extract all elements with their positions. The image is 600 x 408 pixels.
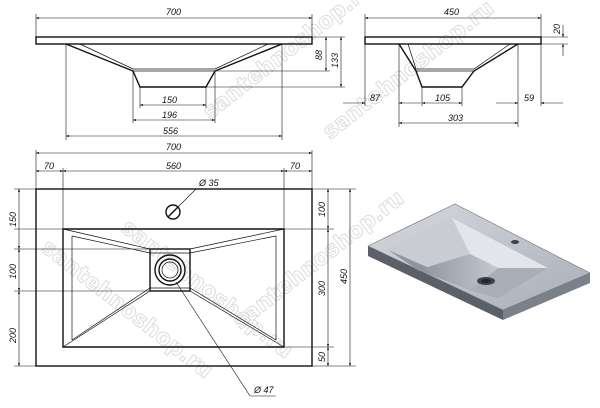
dim-front-88: 88 — [314, 50, 324, 60]
dim-tap-hole: Ø 35 — [198, 178, 220, 188]
drain-outer-circle — [154, 254, 186, 286]
dim-top-left-150: 150 — [8, 212, 18, 227]
watermark-group: santehnoshop.ru santehnoshop.ru santehno… — [36, 0, 500, 384]
dim-drain-hole: Ø 47 — [253, 385, 275, 395]
dim-top-left-100: 100 — [8, 264, 18, 279]
render-edge-right — [503, 273, 590, 320]
dim-side-450: 450 — [444, 7, 459, 17]
dim-top-560: 560 — [166, 161, 181, 171]
dim-front-133: 133 — [330, 53, 340, 68]
side-bowl-inner — [407, 43, 511, 70]
front-bowl — [65, 43, 283, 88]
top-view: 700 70 560 70 Ø 35 Ø 47 150 100 200 — [8, 142, 356, 397]
dim-top-left-200: 200 — [8, 328, 18, 344]
render-edge-front — [368, 246, 503, 320]
dim-top-right-100: 100 — [317, 202, 327, 217]
dim-front-196: 196 — [162, 110, 177, 120]
dim-top-70-left: 70 — [44, 161, 54, 171]
dim-side-105: 105 — [435, 93, 451, 103]
dim-side-303: 303 — [448, 113, 463, 123]
dim-front-700: 700 — [166, 7, 181, 17]
dim-top-right-50: 50 — [317, 352, 327, 362]
dim-top-700: 700 — [166, 142, 181, 152]
dim-front-150: 150 — [162, 95, 177, 105]
front-bowl-inner — [79, 43, 269, 70]
top-plate — [35, 188, 313, 367]
side-view: 450 20 87 105 59 303 — [343, 7, 568, 127]
dim-side-20: 20 — [552, 24, 562, 35]
dim-side-59: 59 — [524, 93, 534, 103]
dim-top-450: 450 — [339, 269, 349, 284]
top-drain-square — [149, 248, 191, 292]
dim-top-right-300: 300 — [317, 281, 327, 296]
front-view: 700 88 133 150 196 556 — [35, 7, 345, 140]
top-bowl-facets — [62, 228, 285, 348]
render-tap-hole — [511, 240, 519, 244]
side-bowl — [398, 43, 519, 88]
side-slab — [364, 36, 542, 45]
drain-inner-circle — [158, 258, 182, 282]
dim-front-556: 556 — [163, 126, 178, 136]
render-facet-right — [452, 218, 548, 268]
dim-top-70-right: 70 — [290, 161, 300, 171]
tap-hole — [165, 204, 181, 220]
render-facet-front — [470, 268, 548, 298]
dim-side-87: 87 — [370, 93, 381, 103]
front-slab — [35, 36, 313, 45]
sink-3d-render — [367, 203, 591, 320]
render-facet-back — [388, 218, 470, 270]
